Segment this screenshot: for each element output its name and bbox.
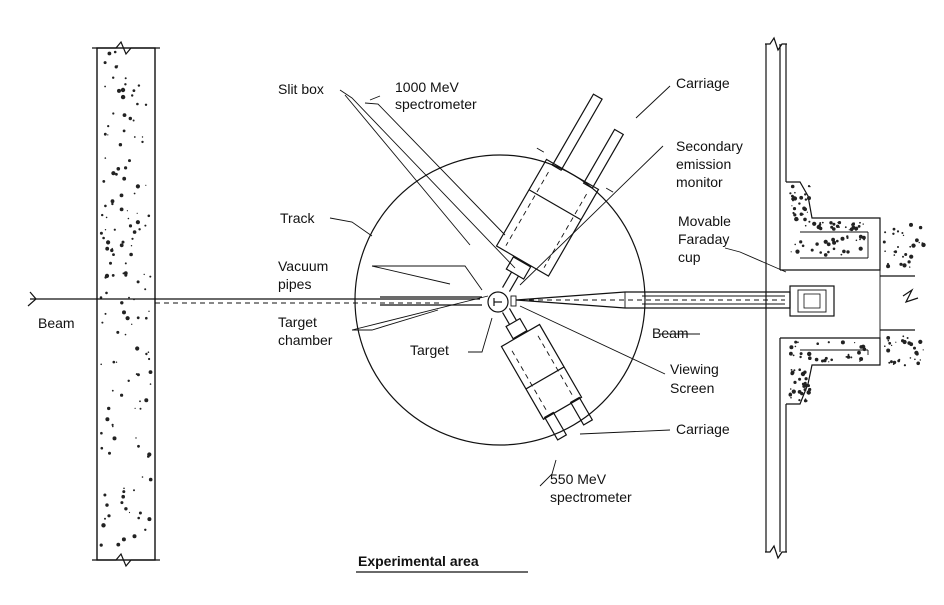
label-sem-1: Secondary bbox=[676, 138, 743, 154]
label-viewing-2: Screen bbox=[670, 380, 714, 396]
spectrometer-1000mev bbox=[495, 93, 625, 292]
label-sem-3: monitor bbox=[676, 174, 723, 190]
track-circle bbox=[354, 154, 646, 446]
leader-lines bbox=[329, 85, 787, 487]
label-550mev-1: 550 MeV bbox=[550, 471, 607, 487]
label-vacuum-2: pipes bbox=[278, 276, 311, 292]
label-beam-right: Beam bbox=[652, 325, 689, 341]
incoming-beam-line bbox=[27, 291, 482, 307]
label-target-chamber-1: Target bbox=[278, 314, 317, 330]
label-track: Track bbox=[280, 210, 315, 226]
left-wall-aggregate bbox=[99, 50, 153, 547]
label-sem-2: emission bbox=[676, 156, 731, 172]
label-faraday-3: cup bbox=[678, 249, 701, 265]
label-slit-box: Slit box bbox=[278, 81, 324, 97]
caption-experimental-area: Experimental area bbox=[358, 553, 479, 569]
target-chamber bbox=[487, 291, 517, 313]
label-1000mev-2: spectrometer bbox=[395, 96, 477, 112]
right-wall bbox=[765, 36, 926, 560]
label-viewing-1: Viewing bbox=[670, 361, 719, 377]
label-target-chamber-2: chamber bbox=[278, 332, 333, 348]
label-1000mev-1: 1000 MeV bbox=[395, 79, 459, 95]
label-carriage-top: Carriage bbox=[676, 75, 730, 91]
label-carriage-bottom: Carriage bbox=[676, 421, 730, 437]
label-target: Target bbox=[410, 342, 449, 358]
label-faraday-2: Faraday bbox=[678, 231, 729, 247]
labels: Slit box 1000 MeV spectrometer Carriage … bbox=[38, 75, 743, 573]
spectrometer-550mev bbox=[500, 308, 594, 441]
outgoing-beam-pipe bbox=[515, 291, 791, 309]
faraday-cup bbox=[789, 285, 835, 317]
label-550mev-2: spectrometer bbox=[550, 489, 632, 505]
right-wall-aggregate bbox=[788, 184, 926, 403]
label-vacuum-1: Vacuum bbox=[278, 258, 328, 274]
left-concrete-wall bbox=[92, 40, 160, 568]
label-faraday-1: Movable bbox=[678, 213, 731, 229]
label-beam-left: Beam bbox=[38, 315, 75, 331]
